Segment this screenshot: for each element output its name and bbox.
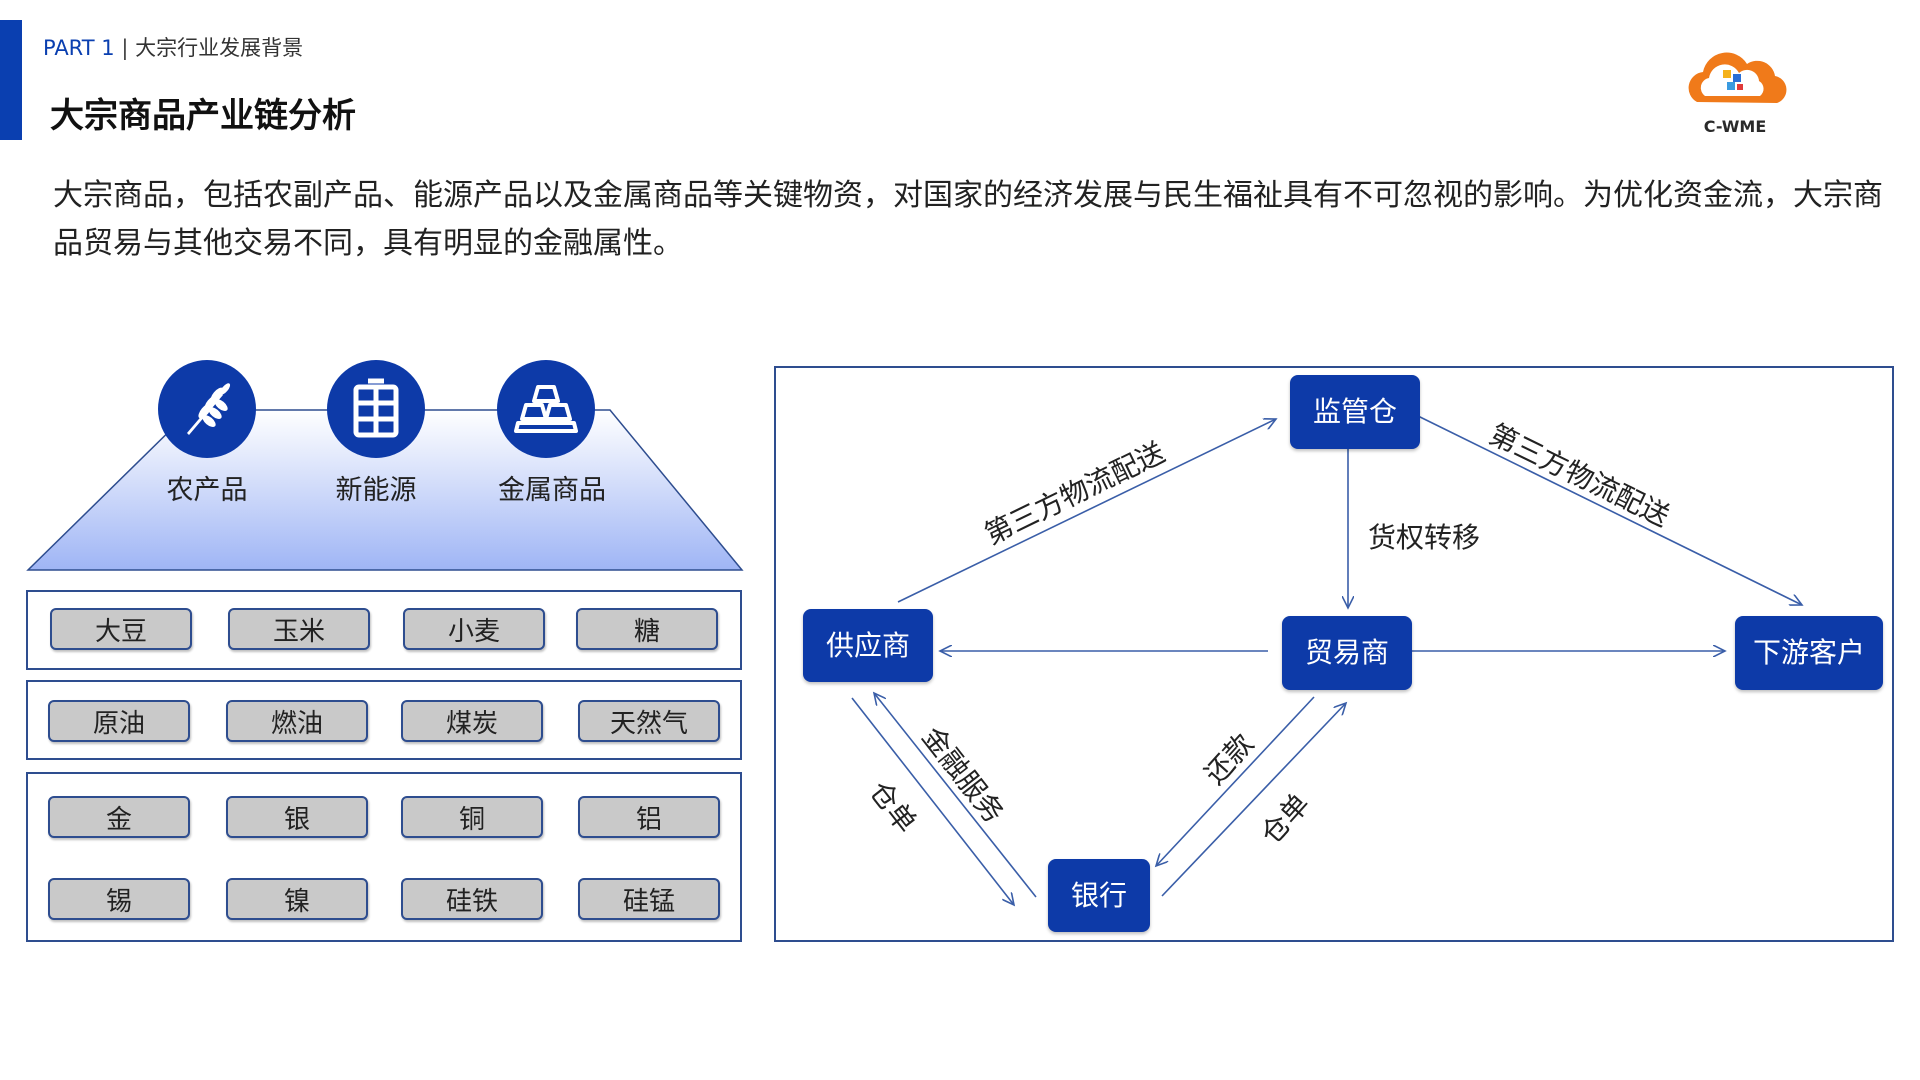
commodity-pill: 天然气 (578, 700, 720, 742)
gold-bars-icon (514, 385, 578, 433)
energy-panel: 原油 燃油 煤炭 天然气 (26, 680, 742, 760)
trade-flow-frame (774, 366, 1894, 942)
category-energy (327, 360, 425, 458)
commodity-pill: 燃油 (226, 700, 368, 742)
section-breadcrumb: PART 1 | 大宗行业发展背景 (43, 32, 303, 62)
node-supplier: 供应商 (803, 609, 933, 682)
commodity-pill: 硅锰 (578, 878, 720, 920)
commodity-pill: 大豆 (50, 608, 192, 650)
breadcrumb-separator: | (121, 36, 129, 60)
logo-text: C-WME (1704, 117, 1767, 136)
wheat-icon (187, 383, 231, 435)
commodity-pill: 小麦 (403, 608, 545, 650)
commodity-pill: 硅铁 (401, 878, 543, 920)
category-label-agriculture: 农产品 (166, 475, 248, 506)
commodity-pill: 镍 (226, 878, 368, 920)
commodity-pill: 银 (226, 796, 368, 838)
commodity-pill: 煤炭 (401, 700, 543, 742)
category-label-energy: 新能源 (335, 475, 417, 506)
node-trader: 贸易商 (1282, 616, 1412, 690)
commodity-pill: 锡 (48, 878, 190, 920)
node-bank: 银行 (1048, 859, 1150, 932)
section-label: 大宗行业发展背景 (135, 36, 304, 60)
commodity-pill: 糖 (576, 608, 718, 650)
intro-paragraph: 大宗商品，包括农副产品、能源产品以及金属商品等关键物资，对国家的经济发展与民生福… (53, 178, 1883, 261)
node-warehouse: 监管仓 (1290, 375, 1420, 449)
brand-logo: C-WME (1675, 40, 1795, 140)
cloud-logo-icon: C-WME (1688, 52, 1787, 136)
metals-panel: 金 银 铜 铝 锡 镍 硅铁 硅锰 (26, 772, 742, 942)
commodity-pill: 铝 (578, 796, 720, 838)
oil-barrel-icon (353, 378, 399, 438)
label-title-transfer: 货权转移 (1368, 521, 1481, 554)
page-title: 大宗商品产业链分析 (50, 96, 356, 136)
commodity-pill: 铜 (401, 796, 543, 838)
accent-bar (0, 20, 22, 140)
node-customer: 下游客户 (1735, 616, 1883, 690)
category-agriculture (158, 360, 256, 458)
commodity-pill: 金 (48, 796, 190, 838)
category-metals (497, 360, 595, 458)
commodity-pill: 玉米 (228, 608, 370, 650)
commodity-pill: 原油 (48, 700, 190, 742)
agriculture-panel: 大豆 玉米 小麦 糖 (26, 590, 742, 670)
part-label: PART 1 (43, 36, 115, 60)
category-label-metals: 金属商品 (498, 475, 606, 506)
